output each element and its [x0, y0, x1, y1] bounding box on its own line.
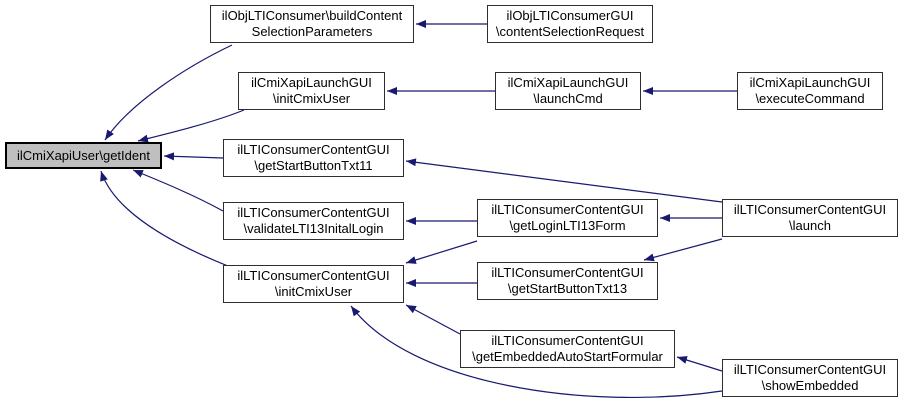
node-label-line: ilLTIConsumerContentGUI — [491, 265, 644, 280]
node-label-line: ilObjLTIConsumerGUI — [506, 8, 634, 23]
node-label-line: ilLTIConsumerContentGUI — [733, 202, 887, 217]
node-label-line: ilLTIConsumerContentGUI — [491, 333, 644, 348]
edge-buildContentSelectionParameters-to-getIdent — [104, 44, 233, 141]
node-label-line: ilLTIConsumerContentGUI — [733, 362, 887, 377]
node-executeCommand[interactable]: ilCmiXapiLaunchGUI\executeCommand — [737, 72, 883, 110]
edge-launch-to-getStartButtonTxt11 — [405, 158, 723, 203]
node-label-line: \getEmbeddedAutoStartFormular — [472, 349, 663, 364]
node-label-line: \getLoginLTI13Form — [509, 218, 626, 233]
edge-launch-to-getStartButtonTxt13 — [643, 238, 723, 262]
edge-cmixapiInitCmixUser-to-getIdent — [137, 109, 245, 143]
node-getLoginLTI13Form[interactable]: ilLTIConsumerContentGUI\getLoginLTI13For… — [477, 199, 658, 237]
node-getStartButtonTxt13[interactable]: ilLTIConsumerContentGUI\getStartButtonTx… — [477, 262, 658, 300]
node-label-line: \initCmixUser — [274, 284, 353, 299]
node-contentSelectionRequest[interactable]: ilObjLTIConsumerGUI\contentSelectionRequ… — [487, 5, 653, 43]
node-showEmbedded[interactable]: ilLTIConsumerContentGUI\showEmbedded — [722, 359, 898, 397]
edge-validateLTI13InitalLogin-to-getIdent — [132, 169, 224, 212]
edge-getStartButtonTxt11-to-getIdent — [163, 152, 224, 161]
node-label-line: SelectionParameters — [251, 24, 373, 39]
node-label-line: ilLTIConsumerContentGUI — [237, 205, 390, 220]
node-label-line: \executeCommand — [755, 91, 865, 106]
node-validateLTI13InitalLogin[interactable]: ilLTIConsumerContentGUI\validateLTI13Ini… — [223, 202, 404, 240]
node-label-line: ilCmiXapiLaunchGUI — [749, 75, 871, 90]
node-label-line: ilLTIConsumerContentGUI — [237, 268, 390, 283]
node-ltiInitCmixUser[interactable]: ilLTIConsumerContentGUI\initCmixUser — [223, 265, 404, 303]
node-getIdent[interactable]: ilCmiXapiUser\getIdent — [5, 142, 162, 169]
node-label-line: ilLTIConsumerContentGUI — [491, 202, 644, 217]
node-label-line: \contentSelectionRequest — [495, 24, 645, 39]
node-label-line: \getStartButtonTxt11 — [254, 158, 373, 173]
edge-getEmbeddedAutoStartFormular-to-ltiInitCmixUser — [405, 304, 461, 335]
node-label-line: \launchCmd — [533, 91, 603, 106]
node-label-line: ilLTIConsumerContentGUI — [237, 142, 390, 157]
node-label-line: \getStartButtonTxt13 — [507, 281, 628, 296]
node-label-line: ilCmiXapiLaunchGUI — [507, 75, 629, 90]
edge-showEmbedded-to-getEmbeddedAutoStartFormular — [676, 356, 723, 372]
node-label-line: \validateLTI13InitalLogin — [243, 221, 384, 236]
edge-getLoginLTI13Form-to-ltiInitCmixUser — [405, 240, 478, 264]
node-getStartButtonTxt11[interactable]: ilLTIConsumerContentGUI\getStartButtonTx… — [223, 139, 404, 177]
node-label-line: \launch — [789, 218, 831, 233]
node-label-line: \initCmixUser — [272, 91, 351, 106]
node-label-line: \showEmbedded — [761, 378, 859, 393]
node-label-line: ilObjLTIConsumer\buildContent — [221, 8, 403, 23]
node-launch[interactable]: ilLTIConsumerContentGUI\launch — [722, 199, 898, 237]
node-cmixapiInitCmixUser[interactable]: ilCmiXapiLaunchGUI\initCmixUser — [238, 72, 385, 110]
node-label-line: ilCmiXapiUser\getIdent — [17, 147, 150, 163]
node-getEmbeddedAutoStartFormular[interactable]: ilLTIConsumerContentGUI\getEmbeddedAutoS… — [460, 330, 675, 368]
edge-ltiInitCmixUser-to-getIdent — [100, 170, 229, 267]
node-label-line: ilCmiXapiLaunchGUI — [251, 75, 372, 90]
node-launchCmd[interactable]: ilCmiXapiLaunchGUI\launchCmd — [495, 72, 641, 110]
